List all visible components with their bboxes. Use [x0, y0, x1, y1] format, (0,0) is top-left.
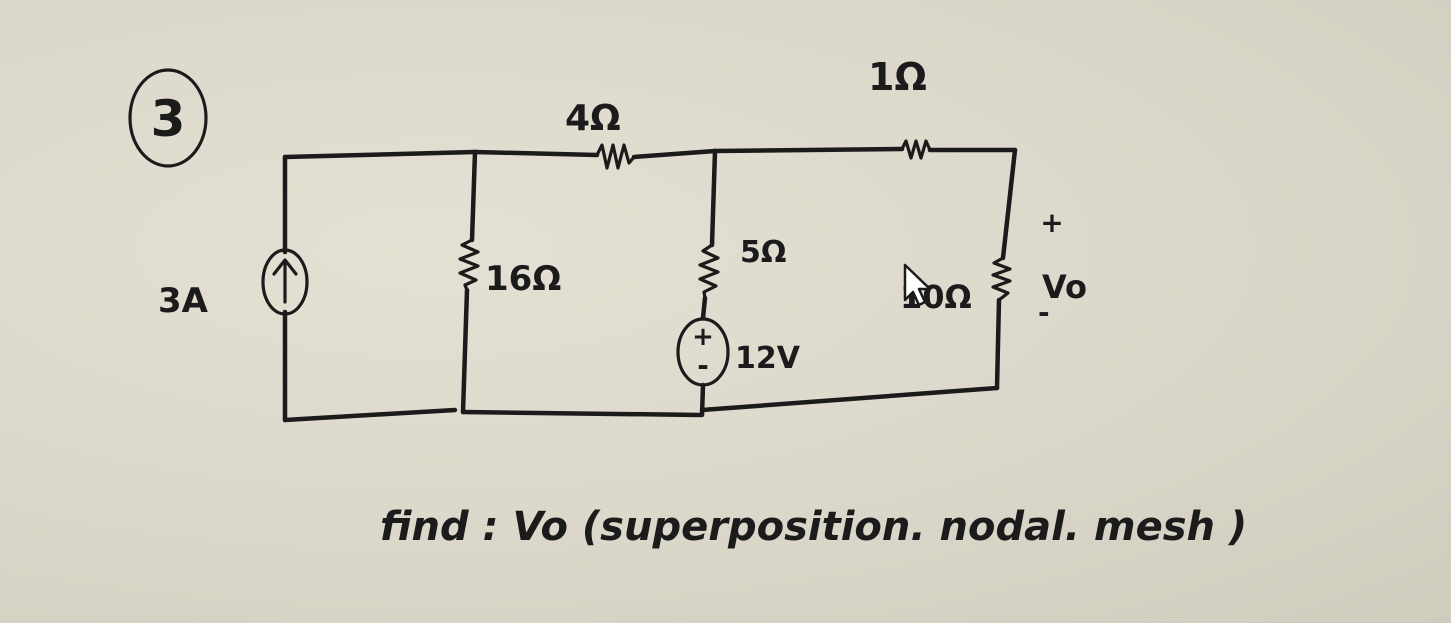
current-source-label: 3A [158, 281, 209, 321]
cursor-arrow-icon [903, 263, 932, 307]
wire-16ohm-bottom [460, 287, 470, 415]
wire-bottom-left [282, 407, 458, 423]
wire-top-to-4ohm [472, 149, 600, 158]
resistor-4-label: 4Ω [565, 98, 621, 139]
wire-16ohm-top [469, 149, 478, 243]
voltage-source-12v: + - 12V [676, 317, 801, 387]
wire-5ohm-top [709, 148, 718, 248]
resistor-16-label: 16Ω [485, 259, 561, 299]
resistor-1-ohm: 1Ω [868, 55, 932, 160]
voltage-source-minus: - [697, 349, 709, 382]
output-label: Vo [1042, 268, 1087, 306]
resistor-16-zigzag [458, 238, 480, 292]
wire-bottom-middle [460, 409, 703, 418]
wire-right-upper [1000, 147, 1018, 261]
instruction-text: find : Vo (superposition. nodal. mesh ) [380, 504, 1247, 550]
wire-middle-to-1ohm [712, 146, 905, 154]
wire-top-left [282, 149, 478, 160]
resistor-4-zigzag [595, 143, 636, 170]
wire-5ohm-to-source [700, 295, 708, 321]
output-minus: - [1038, 296, 1050, 329]
current-source-3a: 3A [158, 248, 309, 321]
wire-4ohm-to-middle [631, 148, 718, 160]
wires [282, 146, 1018, 423]
voltage-source-circle [676, 317, 730, 387]
problem-number: 3 [151, 90, 186, 148]
resistor-5-zigzag [698, 243, 720, 300]
resistor-5-label: 5Ω [740, 235, 786, 270]
wire-bottom-right [699, 385, 1000, 413]
current-source-circle [261, 248, 309, 316]
wire-right-lower [994, 297, 1002, 391]
voltage-source-plus: + [692, 322, 714, 352]
output-voltage: + Vo - [1038, 206, 1087, 329]
arrow-up-icon [272, 258, 298, 304]
resistor-16-ohm: 16Ω [458, 238, 561, 299]
resistor-5-ohm: 5Ω [698, 235, 786, 300]
resistor-4-ohm: 4Ω [565, 98, 636, 170]
problem-number-circle [128, 68, 208, 168]
voltage-source-label: 12V [735, 341, 801, 376]
output-plus: + [1040, 206, 1063, 239]
resistor-10-zigzag [991, 256, 1012, 302]
resistor-1-zigzag [900, 139, 932, 160]
problem-number-badge: 3 [128, 68, 208, 168]
resistor-1-label: 1Ω [868, 55, 927, 99]
